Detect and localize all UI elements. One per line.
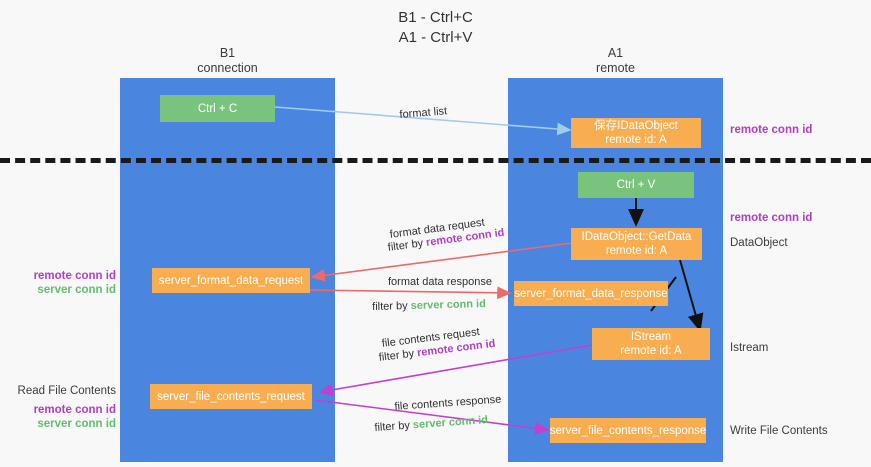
node-idataobject-top-line1: 保存IDataObject	[594, 120, 678, 132]
annotation-read-file-contents: Read File Contents	[17, 385, 116, 397]
lane-header-b1: B1 connection	[197, 46, 258, 75]
node-server-file-contents-request-label: server_file_contents_request	[157, 390, 305, 403]
annotation-left-remote-conn-id-2: remote conn id	[33, 404, 116, 416]
node-istream-line1: IStream	[630, 331, 672, 343]
annotation-left-remote-conn-id: remote conn id	[33, 270, 116, 282]
annotation-left-server-conn-id-2: server conn id	[37, 418, 116, 430]
node-ctrl-v[interactable]: Ctrl + V	[578, 172, 694, 198]
node-getdata-line2: remote id: A	[605, 245, 668, 257]
lane-header-a1: A1 remote	[596, 46, 635, 75]
node-idataobject-top[interactable]: 保存IDataObject remote id: A	[571, 118, 701, 148]
node-server-file-contents-response-label: server_file_contents_response	[549, 424, 707, 437]
annotation-istream: Istream	[730, 342, 769, 354]
edge-label-format-data-response: format data response	[388, 276, 492, 288]
node-istream-line2: remote id: A	[620, 345, 682, 357]
edge-label-file-contents-response-filter: filter by server conn id	[374, 414, 489, 434]
edge-label-format-data-response-filter: filter by server conn id	[372, 298, 487, 313]
diagram-title: B1 - Ctrl+C A1 - Ctrl+V	[398, 9, 473, 46]
edge-label-file-contents-response: file contents response	[394, 393, 502, 413]
node-server-format-data-response-label: server_format_data_response	[514, 287, 668, 300]
phase-separator	[0, 158, 871, 163]
annotation-remote-conn-id-top: remote conn id	[730, 124, 813, 136]
node-ctrl-c[interactable]: Ctrl + C	[160, 95, 275, 122]
node-server-format-data-request[interactable]: server_format_data_request	[152, 268, 310, 293]
annotation-dataobject: DataObject	[730, 237, 788, 249]
node-ctrl-c-label: Ctrl + C	[197, 102, 238, 115]
keyword-server-conn-id-2: server conn id	[412, 414, 489, 432]
edge-label-format-list: format list	[399, 105, 448, 121]
node-ctrl-v-label: Ctrl + V	[616, 179, 656, 191]
edge-format-data-response	[306, 286, 512, 300]
node-idataobject-top-line2: remote id: A	[605, 134, 667, 146]
node-server-file-contents-request[interactable]: server_file_contents_request	[150, 384, 312, 409]
node-server-format-data-request-label: server_format_data_request	[158, 274, 304, 287]
annotation-left-server-conn-id: server conn id	[37, 284, 116, 296]
node-istream[interactable]: IStream remote id: A	[592, 328, 710, 360]
node-getdata-line1: IDataObject::GetData	[581, 231, 692, 243]
annotation-remote-conn-id-mid: remote conn id	[730, 212, 813, 224]
node-idataobject-getdata[interactable]: IDataObject::GetData remote id: A	[571, 228, 702, 260]
annotation-write-file-contents: Write File Contents	[730, 425, 828, 437]
keyword-server-conn-id: server conn id	[410, 298, 487, 312]
node-server-file-contents-response[interactable]: server_file_contents_response	[550, 418, 706, 443]
node-server-format-data-response[interactable]: server_format_data_response	[514, 281, 668, 306]
